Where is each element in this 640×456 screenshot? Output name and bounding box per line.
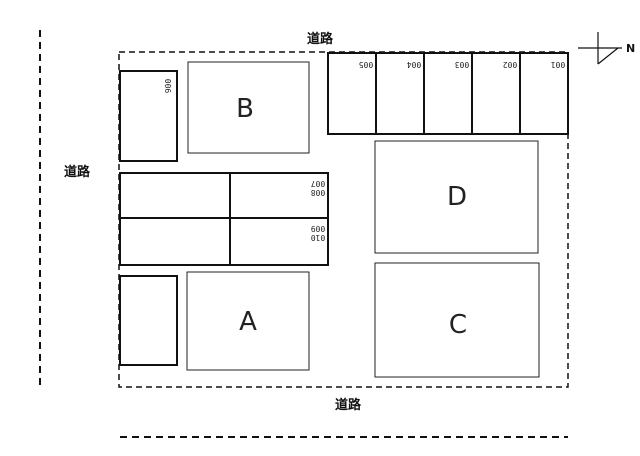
road-label-top: 道路 bbox=[307, 31, 334, 47]
building-a-label: A bbox=[239, 307, 257, 337]
parking-space-number: 001 bbox=[551, 60, 566, 69]
parking-space-010 bbox=[229, 217, 329, 266]
road-label-left: 道路 bbox=[64, 164, 91, 180]
parking-space-006 bbox=[119, 70, 178, 162]
parking-space-number: 007 bbox=[311, 179, 326, 188]
building-b-label: B bbox=[236, 94, 254, 124]
parking-space-number: 010 bbox=[311, 233, 326, 242]
parking-space-number: 006 bbox=[163, 79, 172, 94]
building-d-label: D bbox=[447, 182, 467, 212]
parking-space-number: 002 bbox=[503, 60, 518, 69]
building-a bbox=[186, 271, 310, 371]
property-boundary bbox=[118, 51, 569, 388]
building-c bbox=[374, 262, 540, 378]
parking-space-number: 008 bbox=[311, 188, 326, 197]
building-d bbox=[374, 140, 539, 254]
parking-space-number: 009 bbox=[311, 224, 326, 233]
road-label-bottom: 道路 bbox=[335, 397, 362, 413]
parking-space-009 bbox=[119, 217, 231, 266]
parking-space-number: 005 bbox=[359, 60, 374, 69]
parking-space-number: 003 bbox=[455, 60, 470, 69]
building-b bbox=[187, 61, 310, 154]
north-label: N bbox=[626, 42, 635, 55]
north-arrow-icon bbox=[578, 32, 622, 65]
parking-space-001 bbox=[519, 52, 569, 135]
parking-space-007 bbox=[119, 172, 231, 219]
parking-space-number: 004 bbox=[407, 60, 422, 69]
parking-space-unnumbered bbox=[119, 275, 178, 366]
building-c-label: C bbox=[449, 310, 467, 340]
